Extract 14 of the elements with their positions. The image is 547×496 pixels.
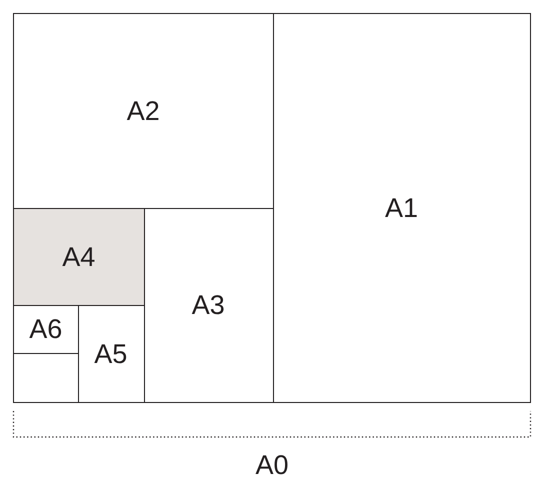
- paper-sheet: [13, 208, 144, 306]
- paper-sheet: [272, 13, 531, 403]
- paper-sheet: [13, 353, 78, 403]
- dimension-label: A0: [256, 452, 289, 479]
- paper-sheet: [13, 13, 274, 210]
- size-label: A5: [94, 340, 128, 368]
- size-label: A3: [192, 292, 225, 319]
- size-label: A1: [384, 194, 418, 222]
- size-label: A6: [29, 316, 62, 344]
- paper-sheet: [143, 208, 274, 403]
- size-label: A4: [62, 244, 96, 271]
- paper-sheet: [13, 305, 78, 354]
- size-label: A2: [126, 98, 160, 125]
- paper-sheet: [77, 305, 144, 403]
